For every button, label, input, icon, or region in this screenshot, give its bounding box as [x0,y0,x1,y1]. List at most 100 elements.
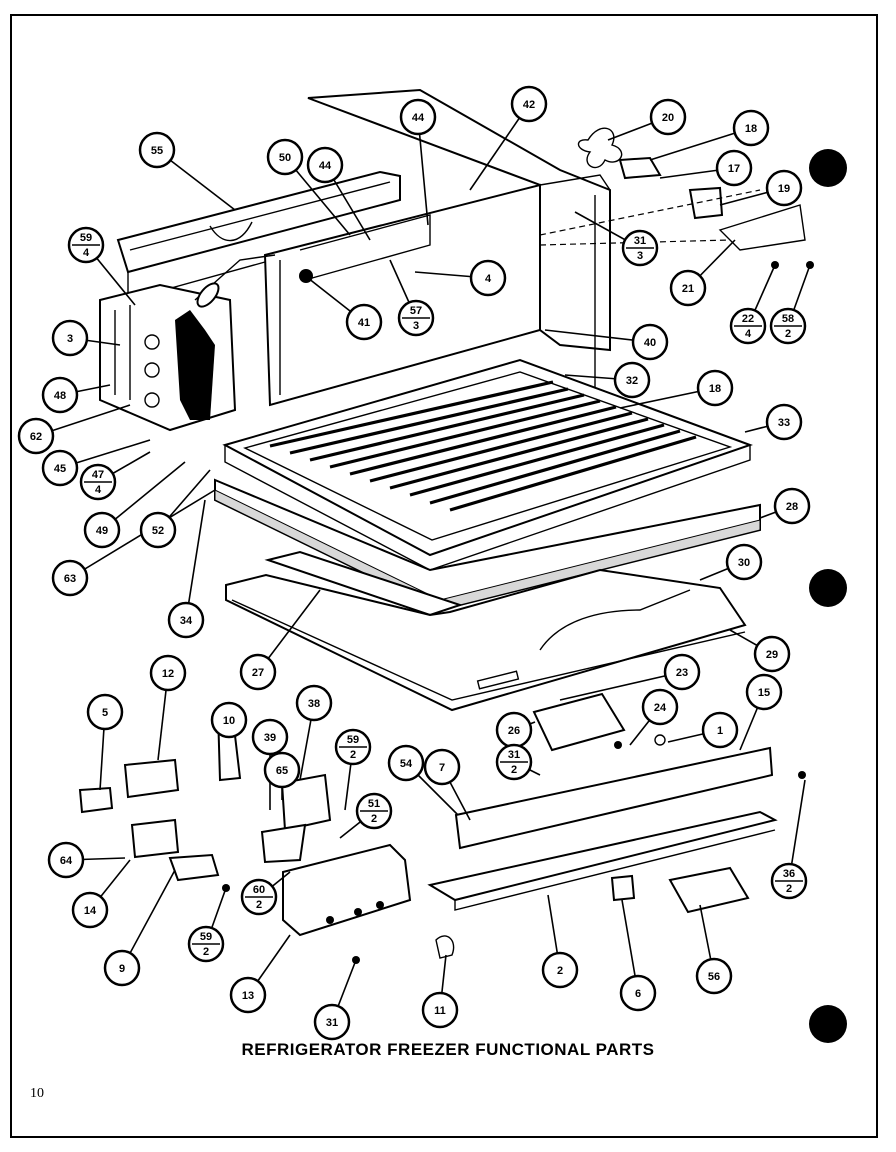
callout-label: 5 [102,707,108,719]
callout-23: 23 [663,653,701,691]
callout-40: 40 [631,323,669,361]
callout-label: 63 [64,573,76,585]
callout-29: 29 [753,635,791,673]
callout-quantity: 3 [637,250,643,262]
callout-31-3: 313 [621,229,659,267]
callout-26: 26 [495,711,533,749]
callout-30: 30 [725,543,763,581]
callout-36-2: 362 [770,862,808,900]
callout-label: 55 [151,145,163,157]
callout-39: 39 [251,718,289,756]
callout-50: 50 [266,138,304,176]
callout-quantity: 2 [511,764,517,776]
freezer-floor-grille [222,358,753,571]
callout-label: 44 [412,112,425,124]
callout-2: 2 [541,951,579,989]
callout-part-number: 60 [253,884,265,896]
callout-label: 6 [635,988,641,1000]
callout-38: 38 [295,684,333,722]
callout-label: 20 [662,112,674,124]
callout-4: 4 [469,259,507,297]
callout-21: 21 [669,269,707,307]
callout-label: 42 [523,99,535,111]
callout-label: 28 [786,501,798,513]
evaporator-coil [99,254,276,432]
callout-28: 28 [773,487,811,525]
callout-label: 52 [152,525,164,537]
registration-dot [809,569,847,607]
callout-label: 31 [326,1017,338,1029]
callout-12: 12 [149,654,187,692]
callout-label: 40 [644,337,656,349]
callout-19: 19 [765,169,803,207]
callout-label: 54 [400,758,413,770]
callout-51-2: 512 [355,792,393,830]
callout-22-4: 224 [729,307,767,345]
callout-label: 10 [223,715,235,727]
callout-15: 15 [745,673,783,711]
callout-label: 18 [709,383,721,395]
callout-42: 42 [510,85,548,123]
callout-45: 45 [41,449,79,487]
callout-quantity: 2 [203,946,209,958]
diagram-title: REFRIGERATOR FREEZER FUNCTIONAL PARTS [241,1040,655,1059]
callout-label: 45 [54,463,66,475]
callout-57-3: 573 [397,299,435,337]
callout-label: 56 [708,971,720,983]
callout-14: 14 [71,891,109,929]
trim-strips [427,692,778,911]
callout-quantity: 2 [371,813,377,825]
callout-64: 64 [47,841,85,879]
callout-label: 11 [434,1005,446,1017]
callout-11: 11 [421,991,459,1029]
callout-part-number: 59 [80,232,92,244]
callout-label: 26 [508,725,520,737]
callout-56: 56 [695,957,733,995]
callout-label: 62 [30,431,42,443]
callout-label: 49 [96,525,108,537]
callout-5: 5 [86,693,124,731]
divider-panels [225,550,747,712]
callout-10: 10 [210,701,248,739]
callout-quantity: 2 [786,883,792,895]
callout-label: 7 [439,762,445,774]
callout-label: 39 [264,732,276,744]
callout-33: 33 [765,403,803,441]
callout-part-number: 36 [783,868,795,880]
callout-label: 24 [654,702,667,714]
callout-27: 27 [239,653,277,691]
callout-18: 18 [696,369,734,407]
callout-65: 65 [263,751,301,789]
callout-label: 2 [557,965,563,977]
callout-3: 3 [51,319,89,357]
callout-label: 17 [728,163,740,175]
fan-motor-bracket [539,127,814,269]
callout-48: 48 [41,376,79,414]
callout-part-number: 31 [508,749,520,761]
registration-dot [809,1005,847,1043]
callout-17: 17 [715,149,753,187]
callout-9: 9 [103,949,141,987]
callout-label: 21 [682,283,694,295]
page-border [10,14,878,1138]
callout-44: 44 [399,98,437,136]
callout-52: 52 [139,511,177,549]
callout-label: 48 [54,390,66,402]
callout-31: 31 [313,1003,351,1041]
callout-44: 44 [306,146,344,184]
callout-label: 65 [276,765,288,777]
callout-label: 9 [119,963,125,975]
leader-line [559,671,683,701]
callout-32: 32 [613,361,651,399]
callout-label: 27 [252,667,264,679]
callout-quantity: 3 [413,320,419,332]
callout-6: 6 [619,974,657,1012]
callout-label: 19 [778,183,790,195]
callout-62: 62 [17,417,55,455]
callout-quantity: 2 [256,899,262,911]
callout-47-4: 474 [79,463,117,501]
callout-label: 38 [308,698,320,710]
callout-quantity: 4 [745,328,752,340]
